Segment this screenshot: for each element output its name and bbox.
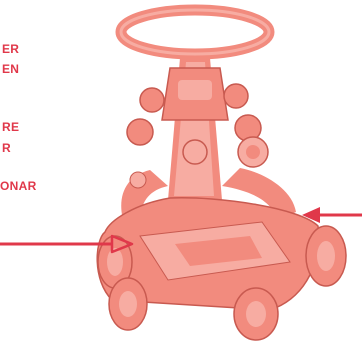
- wheel-back-right-hub: [317, 241, 335, 271]
- spinner-ball-right-top: [224, 84, 248, 108]
- label-line-5: ONAR: [0, 179, 37, 193]
- label-line-2: EN: [2, 62, 19, 76]
- arm-knob-left: [130, 172, 146, 188]
- center-knob: [183, 140, 207, 164]
- wheel-front-left-hub: [119, 291, 137, 317]
- wheel-back-left-hub: [107, 248, 123, 276]
- spinner-wheel-right-hub: [246, 145, 260, 159]
- spinner-ball-left-top: [140, 88, 164, 112]
- spinner-ball-left-mid: [127, 119, 153, 145]
- steering-ring-highlight: [121, 10, 269, 54]
- control-display: [178, 80, 212, 100]
- arrow-right-icon: [0, 236, 132, 252]
- label-line-1: ER: [2, 42, 19, 56]
- label-line-4: R: [2, 141, 11, 155]
- wheel-front-right-hub: [246, 301, 266, 327]
- label-line-3: RE: [2, 120, 19, 134]
